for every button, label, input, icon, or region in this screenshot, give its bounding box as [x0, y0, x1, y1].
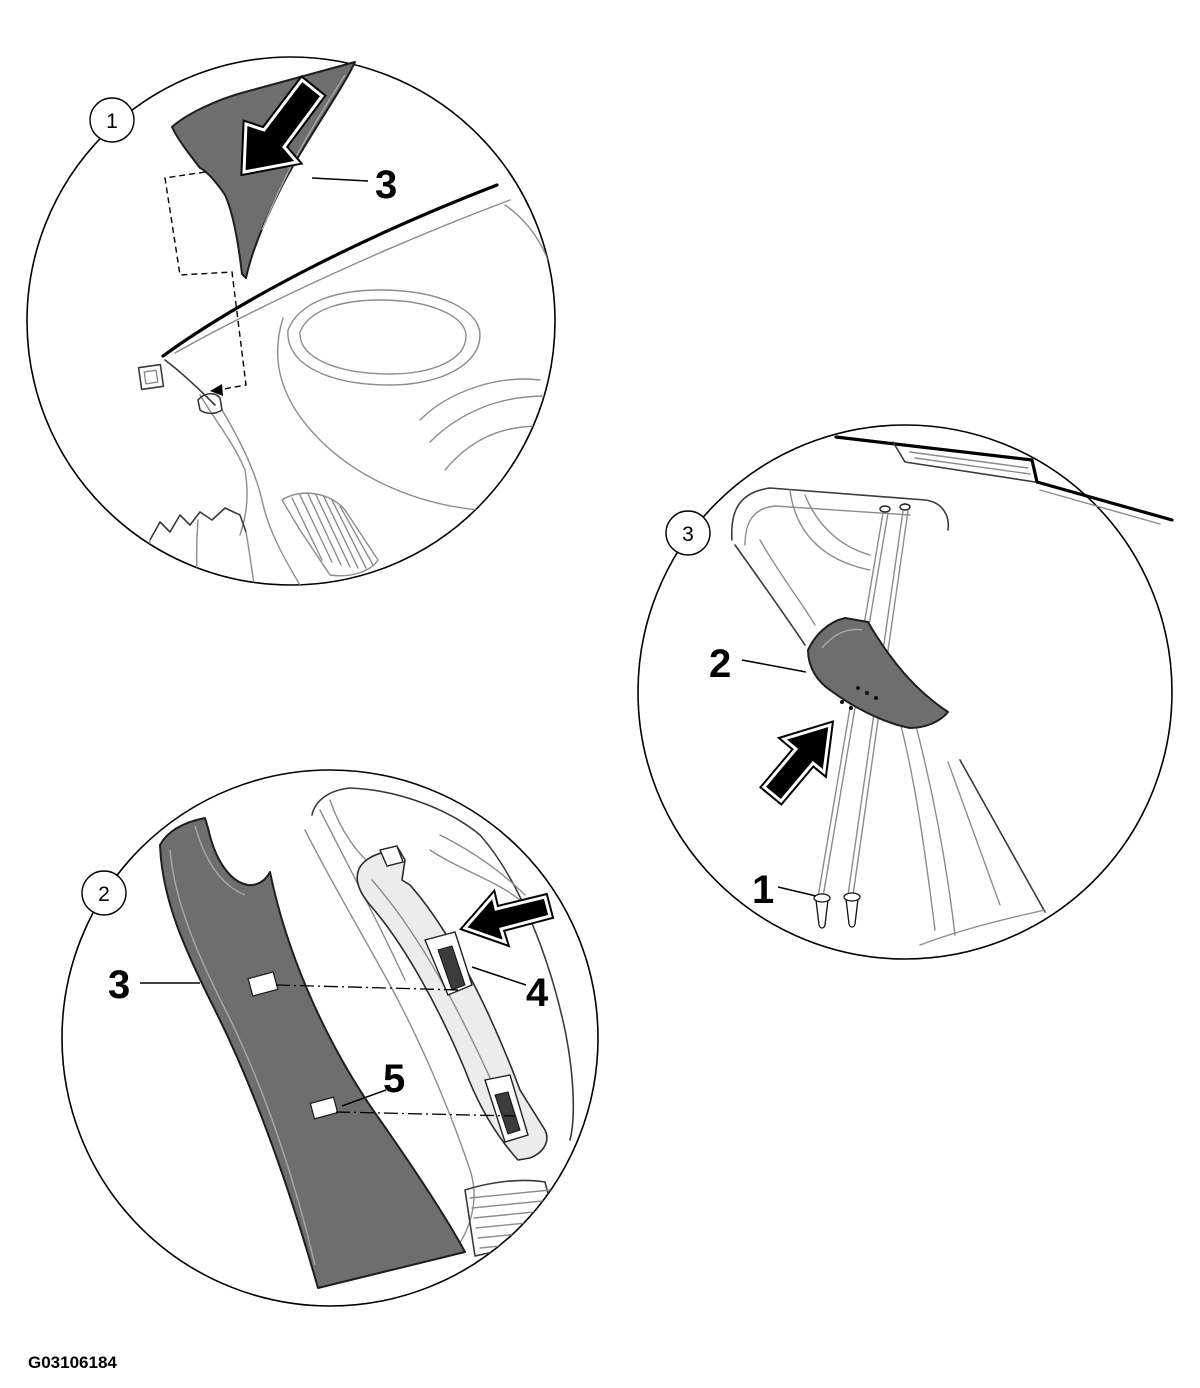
- bracket-install-arrow: [458, 888, 555, 948]
- view-2-badge: 2: [81, 870, 127, 916]
- b-pillar-line-3: [959, 759, 1046, 913]
- steering-column-boot: [149, 507, 256, 585]
- headliner-contour-inner: [744, 505, 911, 546]
- detail-view-3: 2 1 3: [637, 424, 1174, 960]
- pillar-clip: [197, 392, 223, 415]
- alignment-line-upper: [275, 984, 461, 991]
- screw-hole-2: [899, 503, 911, 511]
- dash-vent-oval-inner: [299, 299, 467, 375]
- dash-vent-slat-2: [429, 395, 546, 443]
- a-pillar-lower-panel: [276, 317, 551, 512]
- detail-view-1: 3 1: [26, 56, 556, 586]
- callout-4: 4: [526, 971, 549, 1015]
- a-pillar-line-1: [164, 359, 216, 406]
- dash-vent-slat-3: [444, 425, 541, 471]
- callout-3: 3: [108, 963, 130, 1007]
- body-panel-curve-5: [439, 834, 526, 896]
- view-1-badge: 1: [89, 97, 135, 143]
- removal-direction-arrow: [240, 75, 327, 177]
- dash-vent-slat-1: [419, 378, 541, 421]
- trim-piece-2: [807, 617, 949, 729]
- a-pillar-line-2: [199, 394, 248, 536]
- callout-leader-3: [311, 177, 369, 182]
- floor-vent-grille: [281, 492, 379, 577]
- figure-code: G03106184: [28, 1353, 117, 1372]
- headliner-curve-1: [789, 489, 871, 571]
- body-panel-curve-2: [304, 829, 475, 1251]
- view-3-badge-number: 3: [682, 523, 694, 546]
- headliner-edge: [161, 183, 499, 358]
- a-pillar-trim-3: [159, 817, 466, 1289]
- headliner-edge-lower: [174, 199, 511, 354]
- removal-path-arrowhead: [210, 384, 223, 396]
- callout-leader-4: [471, 966, 527, 986]
- screw-1: [813, 893, 831, 929]
- installation-arrow: [759, 720, 835, 806]
- body-panel-outline: [311, 787, 575, 1141]
- b-pillar-line-2: [914, 721, 956, 936]
- view-1-badge-number: 1: [106, 110, 118, 133]
- clip-square: [137, 363, 165, 391]
- roof-rail: [834, 435, 1174, 525]
- clip-square-inner: [143, 369, 159, 385]
- retaining-bracket-4: [356, 845, 548, 1161]
- headliner-contour: [730, 487, 950, 541]
- b-pillar-line-1: [899, 721, 936, 931]
- screw-2: [843, 892, 861, 928]
- dash-vent-oval: [287, 289, 481, 386]
- callout-3: 3: [375, 163, 397, 207]
- lower-grille: [464, 1179, 561, 1257]
- callout-2: 2: [709, 642, 731, 686]
- alignment-line-lower: [335, 1111, 516, 1117]
- b-pillar-edge-2: [759, 539, 816, 626]
- view-2-badge-number: 2: [98, 883, 110, 906]
- view-3-background-details: [730, 487, 1046, 946]
- view-3-outline: [637, 424, 1173, 960]
- callout-leader-5: [341, 1089, 387, 1107]
- b-pillar-bottom: [919, 909, 1046, 946]
- view-1-background-details: [137, 183, 555, 585]
- removal-path-dashed: [164, 171, 247, 391]
- a-pillar-line-3: [221, 409, 301, 585]
- detail-view-2: 3 4 5 2: [61, 769, 599, 1307]
- callout-1: 1: [752, 868, 774, 912]
- screw-hole-1: [879, 505, 891, 513]
- trim-clip-lower-5: [309, 1096, 339, 1120]
- b-pillar-edge-1: [734, 544, 806, 646]
- view-2-background-details: [304, 787, 575, 1257]
- view-3-badge: 3: [665, 510, 711, 556]
- roof-side-line: [504, 204, 555, 289]
- b-pillar-line-4: [947, 761, 1001, 906]
- callout-leader-2: [741, 659, 807, 673]
- callout-leader-1: [777, 886, 817, 897]
- body-panel-curve-4: [429, 849, 521, 901]
- view-2-outline: [61, 769, 599, 1307]
- headliner-curve-2: [804, 494, 871, 556]
- trim-clip-upper: [247, 971, 279, 997]
- callout-5: 5: [383, 1057, 405, 1101]
- view-1-outline: [26, 56, 556, 586]
